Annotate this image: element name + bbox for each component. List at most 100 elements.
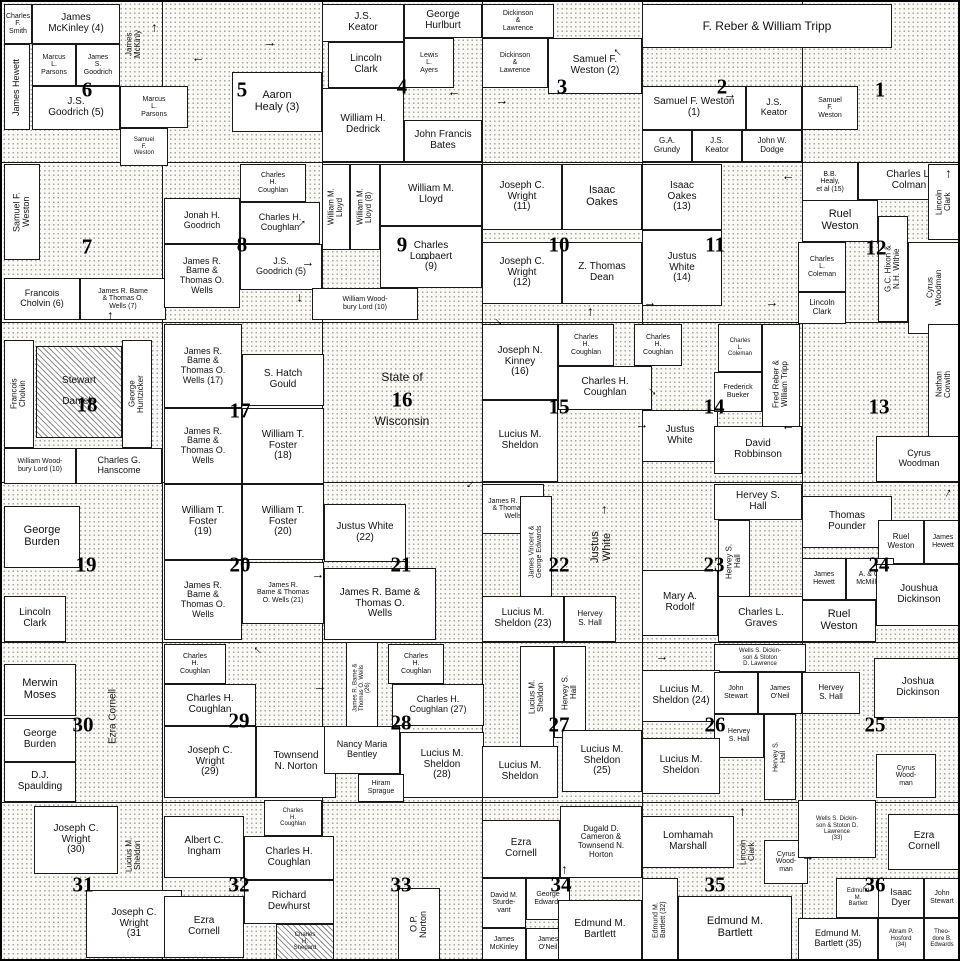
parcel-label: John Francis Bates bbox=[404, 120, 482, 162]
section-number: 11 bbox=[705, 232, 725, 257]
parcel-label: Cyrus Woodman bbox=[908, 242, 958, 334]
stream-arrow-icon: → bbox=[938, 167, 954, 181]
parcel-label: Charles H. Coughlan bbox=[240, 202, 320, 244]
parcel-label: Nathan Corwith bbox=[928, 324, 958, 444]
parcel-label: Ezra Cornell bbox=[107, 688, 119, 744]
parcel-label: State of bbox=[381, 369, 423, 384]
section-number: 9 bbox=[396, 232, 408, 257]
parcel-label: George Huntzicker bbox=[122, 340, 152, 448]
stream-arrow-icon: → bbox=[301, 254, 315, 270]
parcel-label: O.P. Norton bbox=[398, 888, 440, 959]
section-number: 6 bbox=[81, 77, 93, 102]
parcel-label: David M. Sturde- vant bbox=[482, 878, 526, 928]
stream-arrow-icon: → bbox=[191, 54, 205, 70]
section-number: 24 bbox=[868, 552, 890, 577]
parcel-label: James R. Bame & Thomas O. Wells (7) bbox=[80, 278, 166, 320]
parcel-label: Lucius M. Sheldon bbox=[482, 400, 558, 482]
parcel-label: Ezra Cornell bbox=[888, 814, 958, 870]
parcel-label: Lucius M. Sheldon (24) bbox=[642, 670, 720, 722]
parcel-label: James McKinley bbox=[482, 928, 526, 959]
parcel-label: James McKinly bbox=[124, 30, 142, 59]
parcel-label: James Vincent & George Edwards bbox=[520, 496, 552, 608]
parcel-label: Ruel Weston bbox=[802, 200, 878, 242]
parcel-label: Samuel F. Weston (2) bbox=[548, 38, 642, 94]
section-number: 26 bbox=[704, 712, 726, 737]
parcel-label: Charles H. Coughlan bbox=[164, 644, 226, 684]
parcel-label: Lomhamah Marshall bbox=[642, 816, 734, 868]
parcel-label: Samuel F. Weston bbox=[120, 128, 168, 166]
parcel-label: Charles H. Coughlan (27) bbox=[392, 684, 484, 726]
section-number: 17 bbox=[229, 398, 251, 423]
parcel-label: Richard Dewhurst bbox=[244, 880, 334, 924]
parcel-label: Edmund M. Bartlett (32) bbox=[642, 878, 678, 959]
stream-arrow-icon: → bbox=[311, 566, 325, 582]
parcel-label: Lincoln Clark bbox=[4, 596, 66, 642]
parcel-label: Charles Lombaert (9) bbox=[380, 226, 482, 288]
parcel-label: Lewis L. Ayers bbox=[404, 38, 454, 88]
parcel-label: D.J. Spaulding bbox=[4, 762, 76, 802]
parcel-label: Lucius M. Sheldon bbox=[642, 738, 720, 794]
parcel-label: Merwin Moses bbox=[4, 664, 76, 716]
stream-arrow-icon: → bbox=[723, 86, 737, 102]
parcel-label: Edmund M. Bartlett bbox=[836, 878, 880, 918]
parcel-label: Edmund M. Bartlett (35) bbox=[798, 918, 878, 959]
parcel-label: James R. Bame & Thomas O. Wells (17) bbox=[164, 324, 242, 408]
parcel-label: George Burden bbox=[4, 718, 76, 762]
stream-arrow-icon: → bbox=[781, 422, 795, 438]
section-number: 4 bbox=[396, 74, 408, 99]
parcel-label: B.B. Healy, et al (15) bbox=[802, 162, 858, 202]
parcel-label: Joseph N. Kinney (16) bbox=[482, 324, 558, 400]
section-number: 21 bbox=[390, 552, 412, 577]
section-number: 14 bbox=[703, 394, 725, 419]
parcel-label: G.A. Grundy bbox=[642, 130, 692, 162]
parcel-label: Charles F. Smith bbox=[4, 4, 32, 44]
parcel-label: Hervey S. Hall bbox=[764, 714, 796, 800]
parcel-label: Charles G. Hanscome bbox=[76, 448, 162, 484]
section-grid-line-horizontal bbox=[2, 162, 958, 163]
parcel-label: Hervey S. Hall bbox=[714, 484, 802, 520]
parcel-label: William H. Dedrick bbox=[322, 88, 404, 162]
section-number: 35 bbox=[704, 872, 726, 897]
parcel-label: Lincoln Clark bbox=[328, 42, 404, 88]
parcel-label: James R. Bame & Thomas O. Wells bbox=[164, 408, 242, 484]
stream-arrow-icon: → bbox=[313, 678, 327, 694]
section-number: 5 bbox=[236, 77, 248, 102]
parcel-label: Isaac Dyer bbox=[878, 878, 924, 918]
section-number: 29 bbox=[228, 708, 250, 733]
parcel-label: James R. Bame & Thomas O. Wells bbox=[164, 244, 240, 308]
parcel-label: F. Reber & William Tripp bbox=[642, 4, 892, 48]
parcel-label: James R. Bame & Thomas O. Wells (21) bbox=[242, 562, 324, 624]
stream-arrow-icon: → bbox=[594, 503, 610, 517]
parcel-label: Stewart Daniels bbox=[36, 346, 122, 438]
parcel-label: Lucius M. Sheldon (23) bbox=[482, 596, 564, 642]
stream-arrow-icon: → bbox=[462, 476, 482, 496]
section-number: 12 bbox=[865, 235, 887, 260]
parcel-label: Dickinson & Lawrence bbox=[482, 38, 548, 88]
parcel-label: William M. Lloyd (8) bbox=[350, 164, 380, 250]
parcel-label: James R. Bame & Thomas O. Wells (26) bbox=[346, 642, 378, 734]
parcel-label: Joseph C. Wright (11) bbox=[482, 164, 562, 230]
parcel-label: Ezra Cornell bbox=[482, 820, 560, 878]
section-number: 36 bbox=[864, 872, 886, 897]
section-number: 1 bbox=[874, 77, 886, 102]
parcel-label: Ruel Weston bbox=[878, 520, 924, 564]
parcel-label: Joushua Dickinson bbox=[876, 564, 958, 626]
parcel-label: Edmund M. Bartlett bbox=[678, 896, 792, 959]
parcel-label: Charles H. Coughlan bbox=[388, 644, 444, 684]
parcel-label: Edmund M. Bartlett bbox=[558, 900, 642, 959]
parcel-label: William Wood- bury Lord (10) bbox=[4, 448, 76, 484]
parcel-label: Ruel Weston bbox=[802, 600, 876, 642]
section-number: 33 bbox=[390, 872, 412, 897]
parcel-label: Charles H. Coughlan bbox=[240, 164, 306, 202]
parcel-label: Wisconsin bbox=[374, 413, 430, 428]
section-number: 13 bbox=[868, 394, 890, 419]
stream-arrow-icon: → bbox=[263, 34, 277, 50]
parcel-label: Cyrus Woodman bbox=[876, 436, 958, 482]
parcel-label: Charles H. Coughlan bbox=[244, 836, 334, 880]
stream-arrow-icon: → bbox=[732, 805, 748, 819]
stream-arrow-icon: → bbox=[655, 648, 669, 664]
parcel-label: Justus White (22) bbox=[324, 504, 406, 562]
stream-arrow-icon: → bbox=[495, 92, 509, 108]
parcel-label: Charles H. Coughlan bbox=[558, 324, 614, 366]
